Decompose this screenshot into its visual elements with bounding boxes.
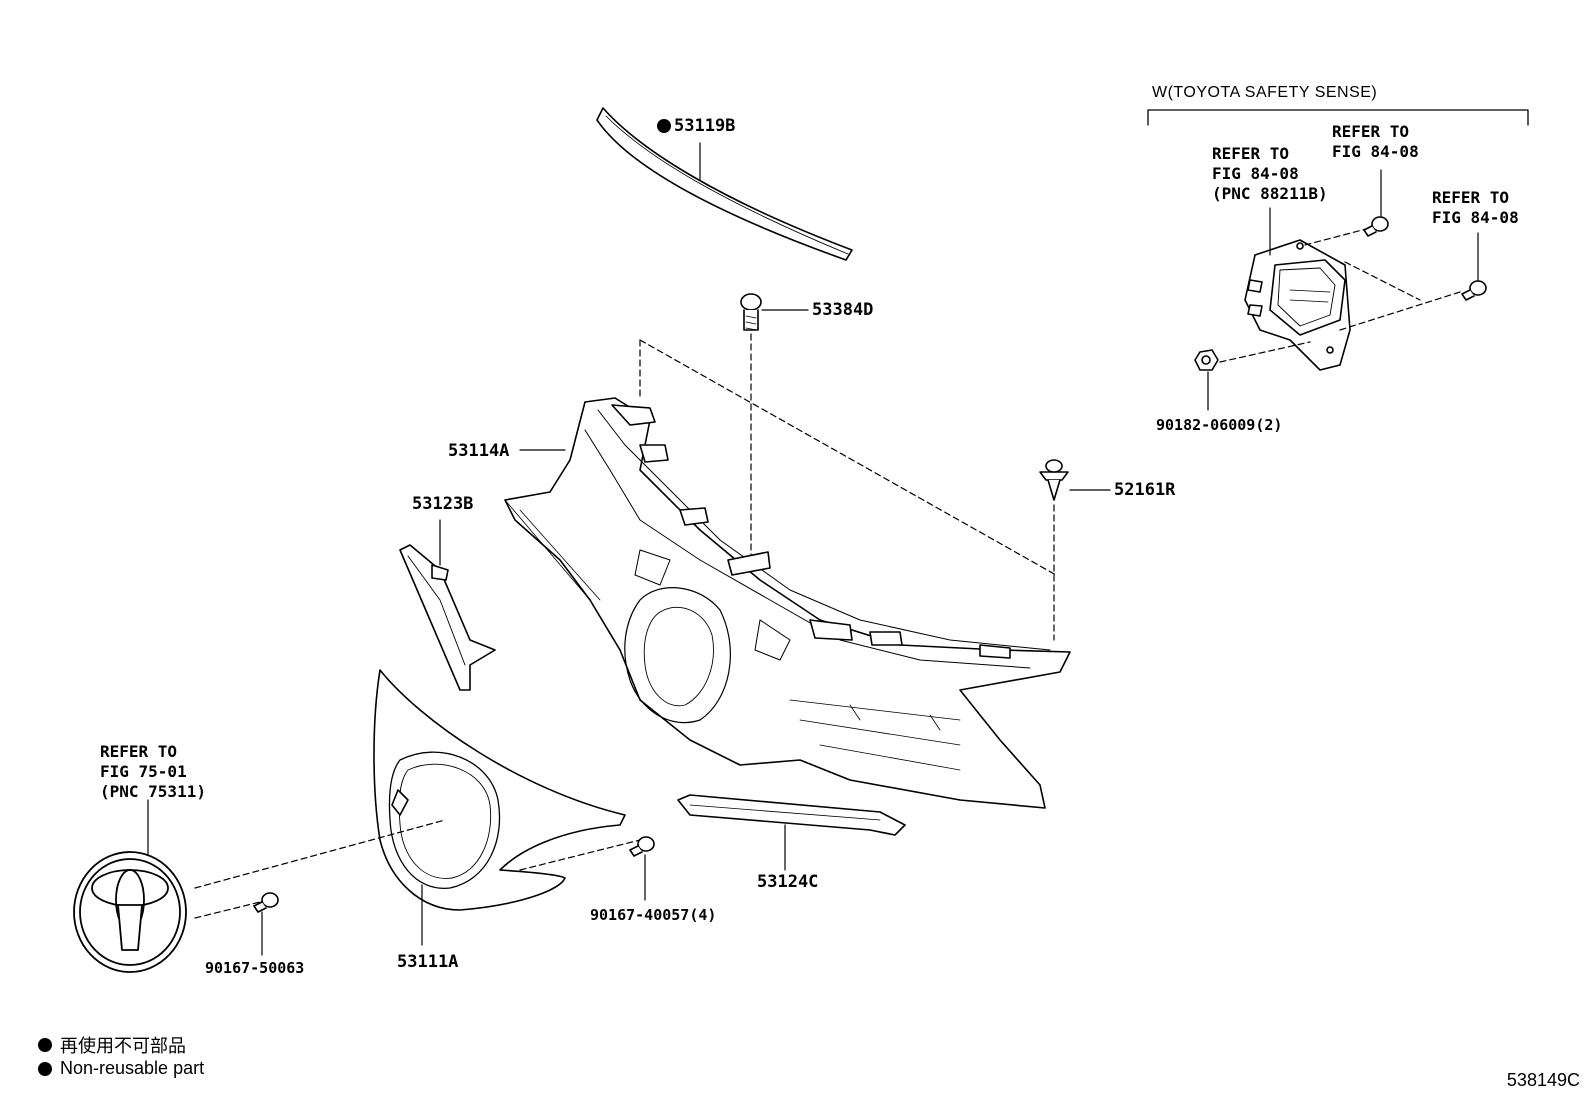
non-reusable-marker — [657, 119, 671, 133]
legend-en-text: Non-reusable part — [60, 1058, 205, 1078]
legend-jp-text: 再使用不可部品 — [60, 1036, 186, 1056]
callout-53111A[interactable]: 53111A — [397, 952, 459, 972]
callout-52161R[interactable]: 52161R — [1114, 480, 1176, 500]
legend-en: Non-reusable part — [38, 1058, 204, 1079]
ref-line: (PNC 88211B) — [1212, 184, 1328, 203]
ref-sensor-top[interactable]: REFER TO FIG 84-08 — [1332, 122, 1419, 162]
ref-line: REFER TO — [100, 742, 178, 761]
ref-line: REFER TO — [1212, 144, 1290, 163]
ref-line: FIG 84-08 — [1432, 208, 1519, 227]
ref-line: FIG 75-01 — [100, 762, 187, 781]
callout-53119B[interactable]: 53119B — [674, 116, 736, 136]
screw-90167-50063 — [253, 892, 279, 913]
sensor-bolt-top — [1363, 216, 1389, 237]
bezel-53111A — [373, 669, 626, 911]
callout-53124C[interactable]: 53124C — [757, 872, 819, 892]
upper-molding-53119B — [596, 107, 853, 261]
figure-id: 538149C — [1506, 1070, 1580, 1090]
ref-sensor-main[interactable]: REFER TO FIG 84-08 (PNC 88211B) — [1212, 144, 1328, 204]
grille-frame-53114A — [504, 397, 1071, 809]
clip-52161R — [1039, 459, 1069, 501]
sensor-bolt-right — [1461, 280, 1487, 301]
ref-line: REFER TO — [1432, 188, 1510, 207]
sensor-module — [1244, 239, 1351, 371]
bullet-icon — [38, 1038, 52, 1052]
ref-sensor-right[interactable]: REFER TO FIG 84-08 — [1432, 188, 1519, 228]
variant-bracket — [1147, 109, 1529, 126]
ref-line: FIG 84-08 — [1332, 142, 1419, 161]
callout-53384D[interactable]: 53384D — [812, 300, 874, 320]
callout-90182-06009[interactable]: 90182-06009(2) — [1156, 416, 1283, 434]
toyota-emblem — [73, 851, 187, 973]
ref-line: (PNC 75311) — [100, 782, 206, 801]
nut-90182-06009 — [1194, 349, 1219, 371]
ref-line: REFER TO — [1332, 122, 1410, 141]
callout-90167-50063[interactable]: 90167-50063 — [205, 959, 305, 977]
lower-molding-53124C — [677, 794, 906, 836]
clip-53384D — [740, 293, 762, 331]
side-molding-53123B — [399, 544, 496, 691]
ref-emblem[interactable]: REFER TO FIG 75-01 (PNC 75311) — [100, 742, 206, 802]
screw-90167-40057 — [629, 836, 655, 857]
ref-line: FIG 84-08 — [1212, 164, 1299, 183]
callout-90167-40057[interactable]: 90167-40057(4) — [590, 906, 717, 924]
legend-jp: 再使用不可部品 — [38, 1032, 186, 1058]
callout-53123B[interactable]: 53123B — [412, 494, 474, 514]
variant-label: W(TOYOTA SAFETY SENSE) — [1152, 84, 1378, 101]
callout-53114A[interactable]: 53114A — [448, 441, 510, 461]
bullet-icon — [38, 1061, 52, 1076]
